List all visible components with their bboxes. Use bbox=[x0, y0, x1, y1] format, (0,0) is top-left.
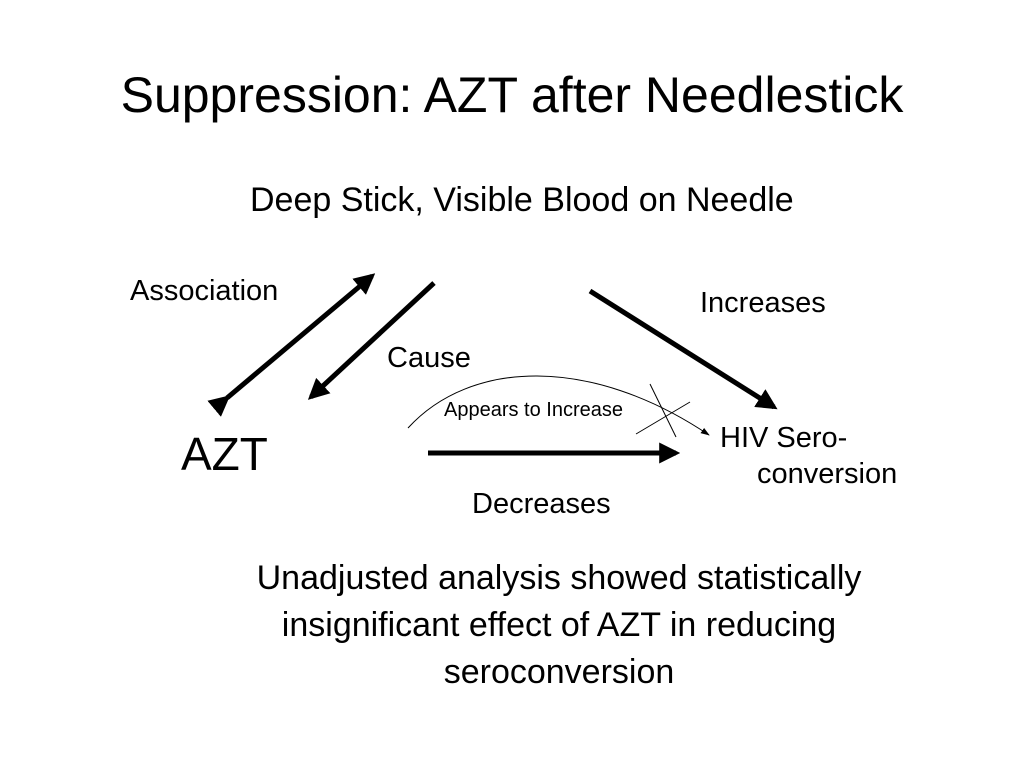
conclusion-text: Unadjusted analysis showed statistically… bbox=[256, 559, 862, 691]
outcome-line-1: HIV Sero- bbox=[720, 422, 848, 454]
increases-arrow bbox=[588, 288, 778, 410]
increases-label: Increases bbox=[700, 287, 826, 319]
confounder-node: Deep Stick, Visible Blood on Needle bbox=[250, 181, 794, 219]
cause-label: Cause bbox=[387, 342, 471, 374]
decreases-label: Decreases bbox=[472, 488, 611, 520]
cause-arrow bbox=[307, 281, 436, 400]
appears-to-increase-label: Appears to Increase bbox=[444, 399, 623, 421]
outcome-line-2: conversion bbox=[757, 458, 898, 490]
association-label: Association bbox=[130, 275, 279, 307]
association-arrow bbox=[207, 273, 376, 417]
cross-out-mark-2 bbox=[635, 401, 691, 435]
cross-out-mark bbox=[649, 383, 677, 438]
slide-title: Suppression: AZT after Needlestick bbox=[120, 67, 904, 123]
exposure-node: AZT bbox=[181, 428, 268, 480]
outcome-node: HIV Sero- conversion bbox=[720, 420, 897, 492]
